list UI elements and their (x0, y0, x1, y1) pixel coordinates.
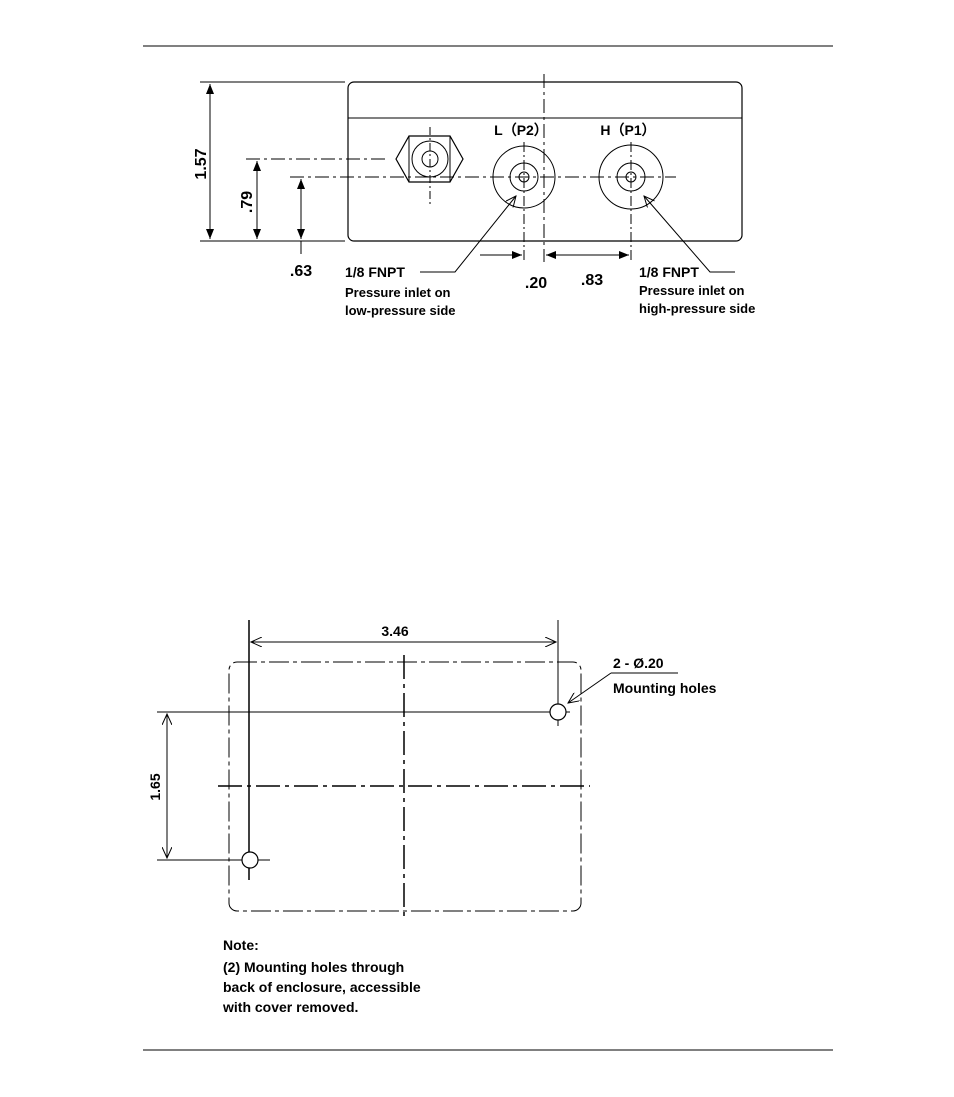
high-callout-line1: Pressure inlet on (639, 283, 745, 298)
holes-callout-leader (568, 673, 611, 703)
dim-port-height: .63 (290, 263, 312, 280)
top-view: 1.57 .79 .63 .20 .83 L（P2） H（P1） 1/8 FNP… (193, 74, 755, 318)
note-line: with cover removed. (222, 999, 358, 1015)
note-line: back of enclosure, accessible (223, 979, 421, 995)
enclosure-outline (348, 82, 742, 241)
note-line: (2) Mounting holes through (223, 959, 404, 975)
dim-center-height: .79 (239, 191, 256, 213)
dim-back-height: 1.65 (147, 773, 163, 800)
port-high-label: H（P1） (600, 122, 655, 138)
mounting-hole-icon (242, 852, 258, 868)
back-view: 3.46 1.65 2 - Ø.20 Mounting holes Note: … (147, 620, 717, 1015)
holes-callout-line1: 2 - Ø.20 (613, 655, 664, 671)
dim-back-width: 3.46 (381, 623, 408, 639)
high-callout-leader (644, 196, 735, 272)
dim-offset-low: .20 (525, 275, 547, 292)
low-callout-leader (420, 196, 516, 272)
dim-total-height: 1.57 (193, 148, 210, 179)
dim-port-spacing: .83 (581, 272, 603, 289)
low-callout-line2: low-pressure side (345, 303, 456, 318)
mounting-hole-icon (550, 704, 566, 720)
low-callout-line1: Pressure inlet on (345, 285, 451, 300)
port-low-label: L（P2） (494, 122, 548, 138)
low-callout-size: 1/8 FNPT (345, 264, 405, 280)
high-callout-line2: high-pressure side (639, 301, 755, 316)
note-title: Note: (223, 937, 259, 953)
holes-callout-line2: Mounting holes (613, 680, 717, 696)
high-callout-size: 1/8 FNPT (639, 264, 699, 280)
